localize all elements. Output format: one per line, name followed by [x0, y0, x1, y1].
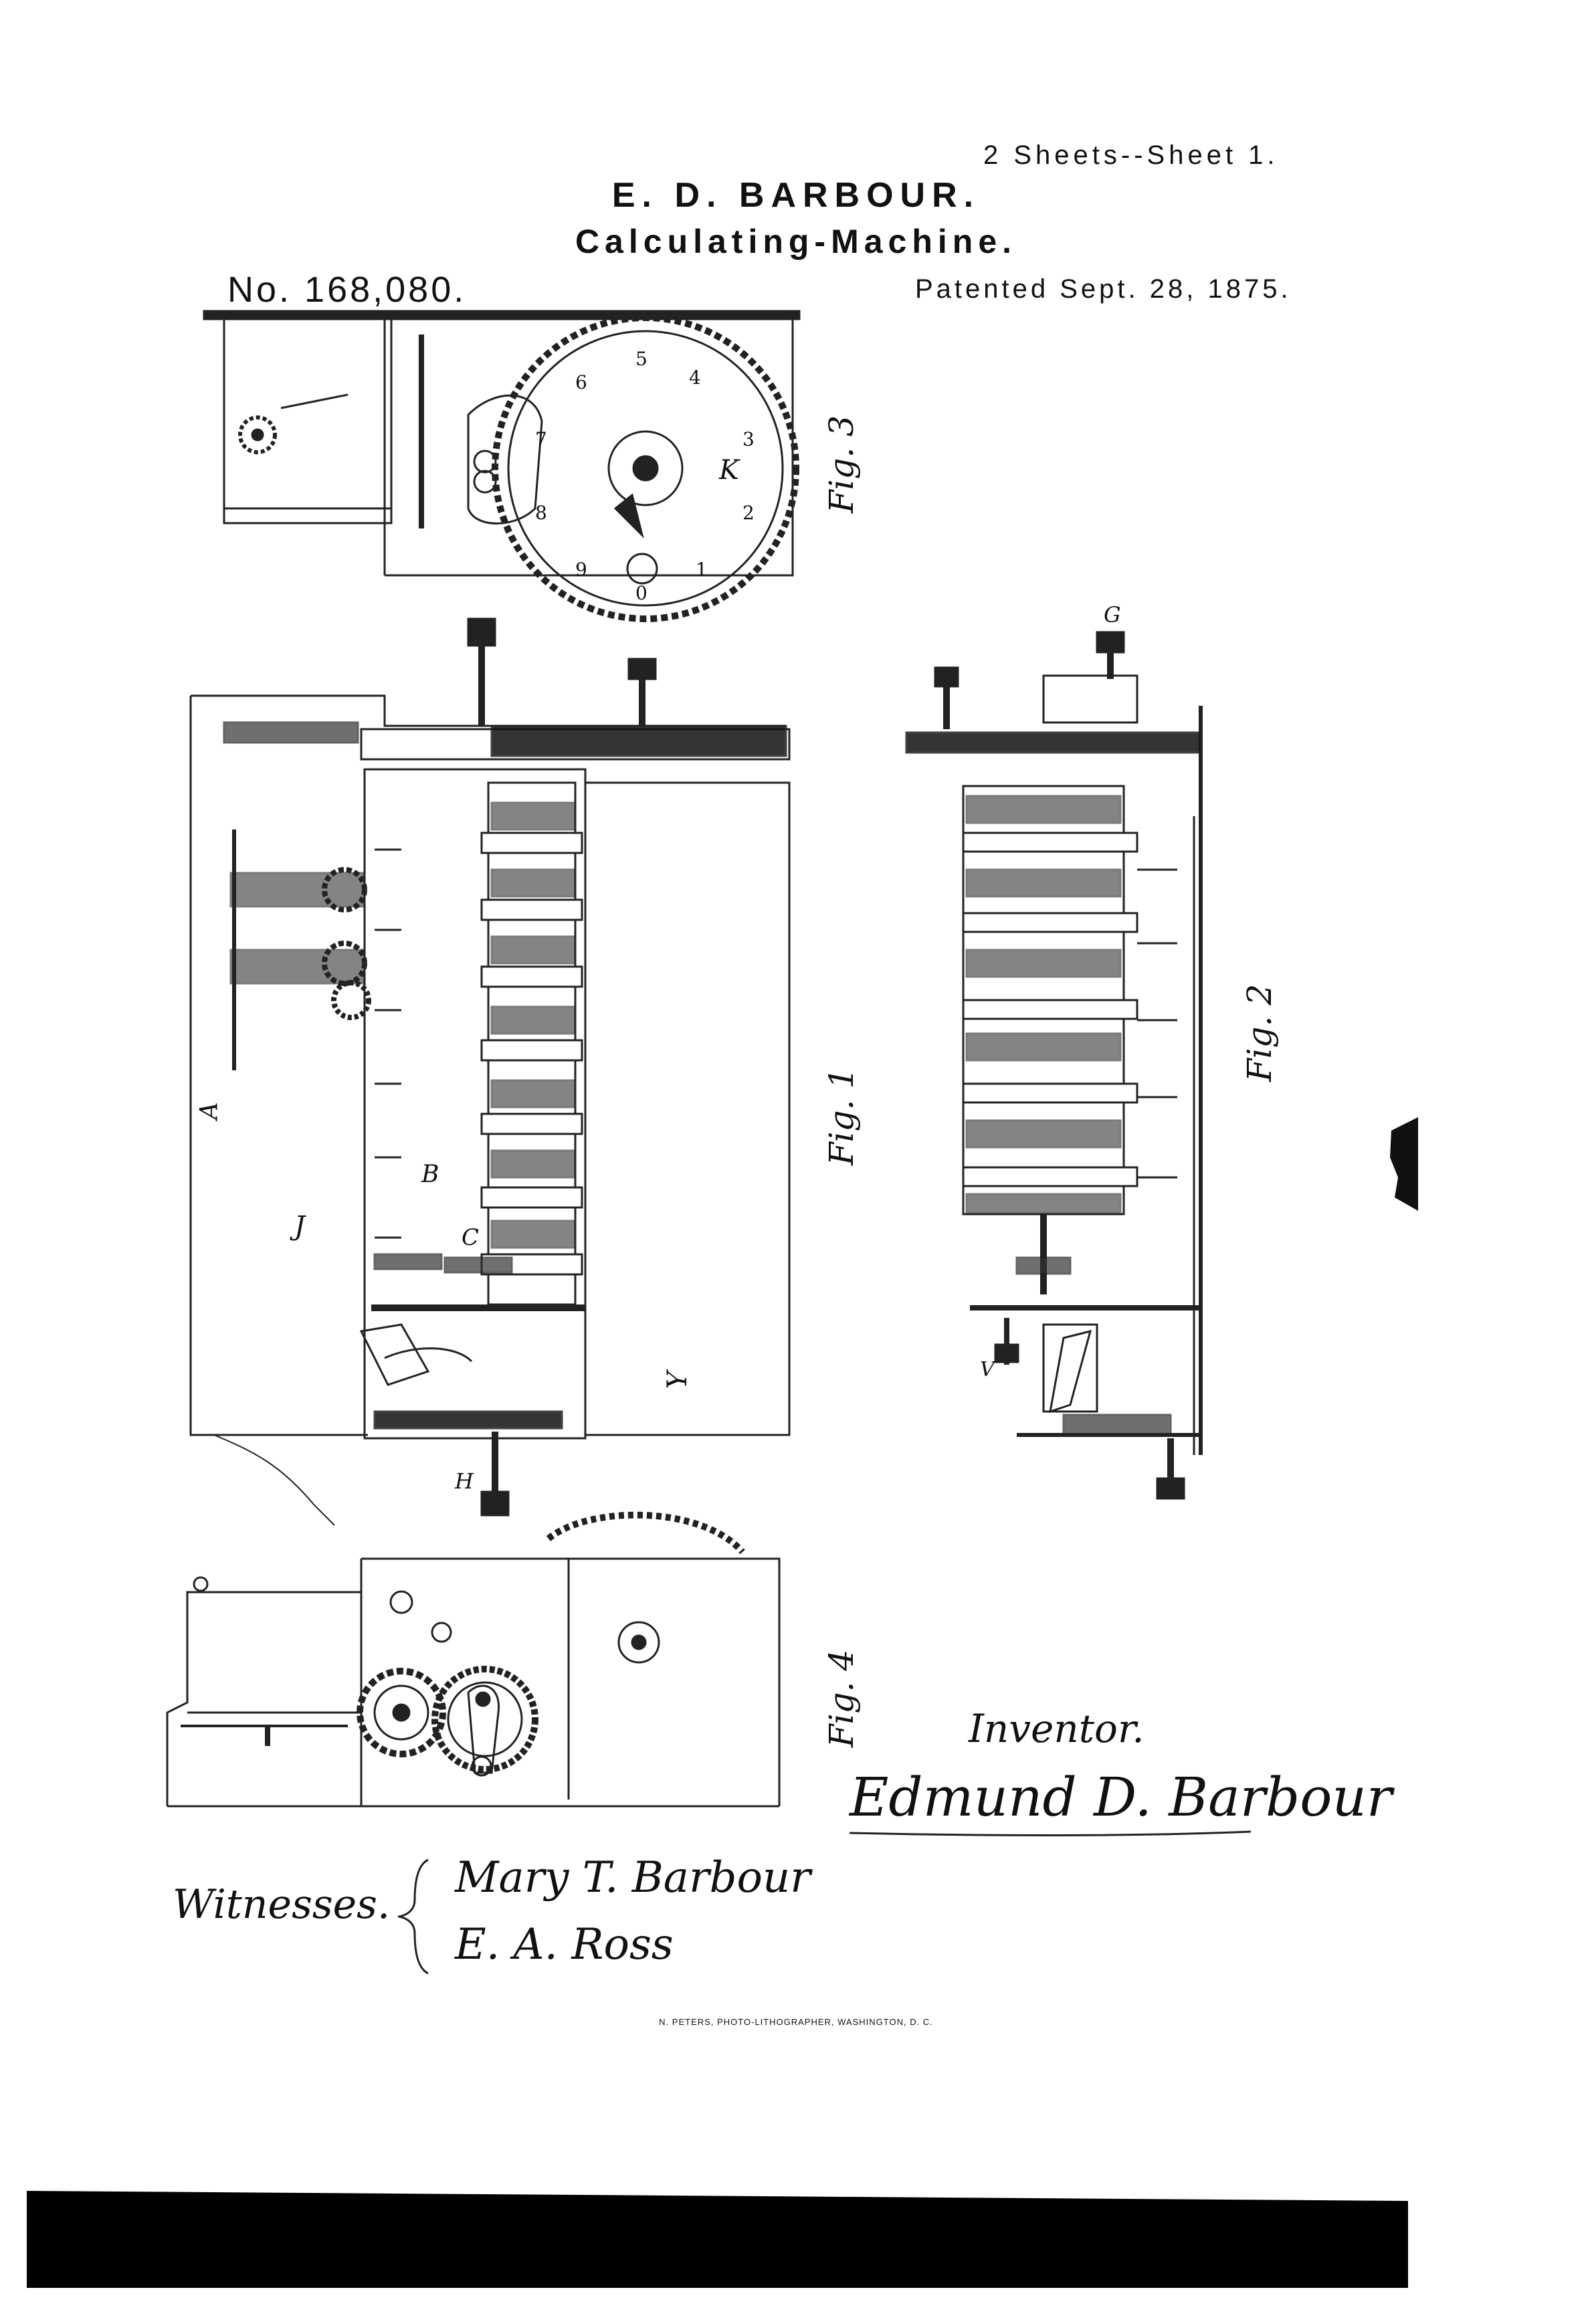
dial-digit-7: 7: [535, 428, 547, 450]
patent-date: Patented Sept. 28, 1875.: [915, 274, 1292, 304]
dial-digit-2: 2: [742, 502, 755, 524]
patent-title: Calculating-Machine.: [575, 223, 1017, 260]
fig3-label: Fig. 3: [822, 415, 862, 514]
counter-wheels-fig1: [480, 781, 583, 1306]
witness-signature-1: Mary T. Barbour: [455, 1853, 811, 1903]
dial-digit-6: 6: [575, 371, 587, 393]
dial-gear: [467, 314, 799, 622]
figure-3: [203, 310, 801, 622]
dial-digit-3: 3: [742, 428, 755, 450]
part-letter-a: A: [195, 1102, 223, 1120]
counter-wheels-fig2: [962, 785, 1138, 1216]
printer-imprint: N. PETERS, PHOTO-LITHOGRAPHER, WASHINGTO…: [659, 2017, 933, 2027]
fig2-label: Fig. 2: [1240, 983, 1280, 1082]
inventor-signature: Edmund D. Barbour: [850, 1766, 1393, 1828]
part-letter-h: H: [455, 1468, 474, 1494]
figure-4: [166, 1511, 781, 1808]
part-letter-v: V: [980, 1358, 995, 1381]
dial-digit-4: 4: [689, 367, 701, 389]
sheet-count: 2 Sheets--Sheet 1.: [983, 140, 1279, 170]
dial-digit-5: 5: [635, 348, 648, 370]
part-letter-b: B: [421, 1161, 439, 1188]
inventor-name: E. D. BARBOUR.: [611, 176, 981, 215]
part-letter-k: K: [719, 455, 739, 486]
part-letter-c: C: [462, 1224, 480, 1251]
fig4-label: Fig. 4: [822, 1649, 862, 1748]
dial-digit-8: 8: [535, 502, 547, 524]
dial-digit-0: 0: [635, 582, 648, 604]
witness-signature-2: E. A. Ross: [455, 1920, 674, 1969]
dial-digit-9: 9: [575, 559, 587, 581]
inventor-label: Inventor.: [969, 1706, 1145, 1751]
figure-2: [905, 631, 1203, 1500]
part-letter-j: J: [294, 1211, 306, 1242]
patent-number: No. 168,080.: [227, 270, 467, 310]
witnesses-label: Witnesses.: [173, 1881, 391, 1928]
figure-1: [189, 617, 791, 1526]
part-letter-y: Y: [662, 1371, 694, 1389]
part-letter-g: G: [1104, 602, 1121, 627]
fig1-label: Fig. 1: [822, 1067, 862, 1166]
dial-digit-1: 1: [696, 559, 708, 581]
